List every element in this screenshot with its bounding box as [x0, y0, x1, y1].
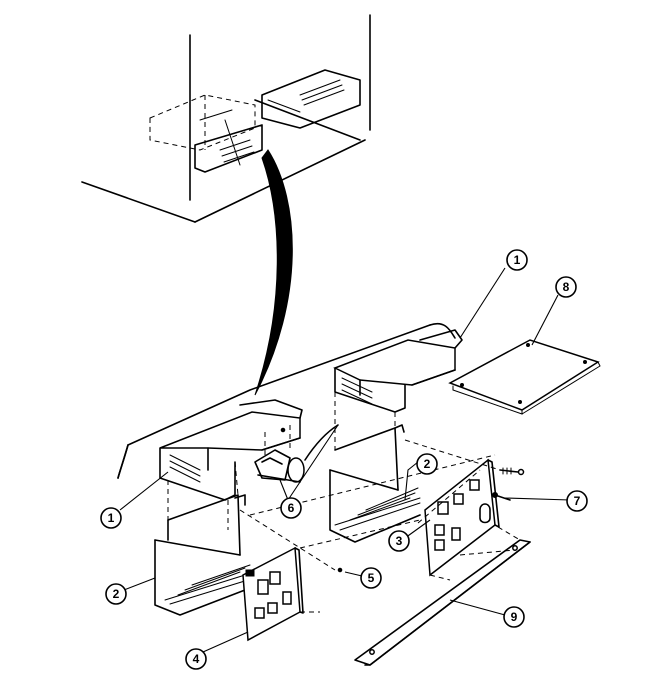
callout-2-right: 2 [416, 453, 438, 475]
svg-text:2: 2 [424, 457, 431, 471]
svg-text:6: 6 [288, 501, 295, 515]
svg-text:5: 5 [368, 571, 375, 585]
cover-plate [448, 339, 601, 415]
svg-text:9: 9 [511, 610, 518, 624]
assembly-guide-lines [167, 392, 521, 613]
svg-text:2: 2 [113, 587, 120, 601]
svg-text:8: 8 [563, 280, 570, 294]
callout-7: 7 [566, 490, 588, 512]
upper-bracket-left [159, 399, 303, 501]
callout-leaders [119, 267, 571, 653]
callout-1-top: 1 [506, 249, 528, 271]
motor-assembly [254, 424, 339, 483]
box-housing-right [329, 424, 421, 543]
callout-8: 8 [555, 276, 577, 298]
callout-3: 3 [388, 530, 410, 552]
svg-text:1: 1 [514, 253, 521, 267]
control-board-right [424, 458, 500, 577]
svg-text:1: 1 [108, 511, 115, 525]
appliance-cabinet [81, 14, 371, 223]
callout-5-top: 6 [280, 497, 302, 519]
callout-2-left: 2 [105, 583, 127, 605]
callout-4: 4 [185, 648, 207, 670]
detail-arrow [254, 149, 293, 396]
screws [280, 427, 525, 573]
mounting-rail [354, 539, 531, 666]
callout-5-right: 5 [360, 567, 382, 589]
svg-text:7: 7 [574, 494, 581, 508]
svg-text:3: 3 [396, 534, 403, 548]
box-housing-left [154, 494, 251, 616]
control-board-left [242, 546, 304, 642]
callout-9: 9 [503, 606, 525, 628]
callout-1-left: 1 [100, 507, 122, 529]
upper-bracket-right [333, 329, 463, 413]
svg-text:4: 4 [193, 652, 200, 666]
